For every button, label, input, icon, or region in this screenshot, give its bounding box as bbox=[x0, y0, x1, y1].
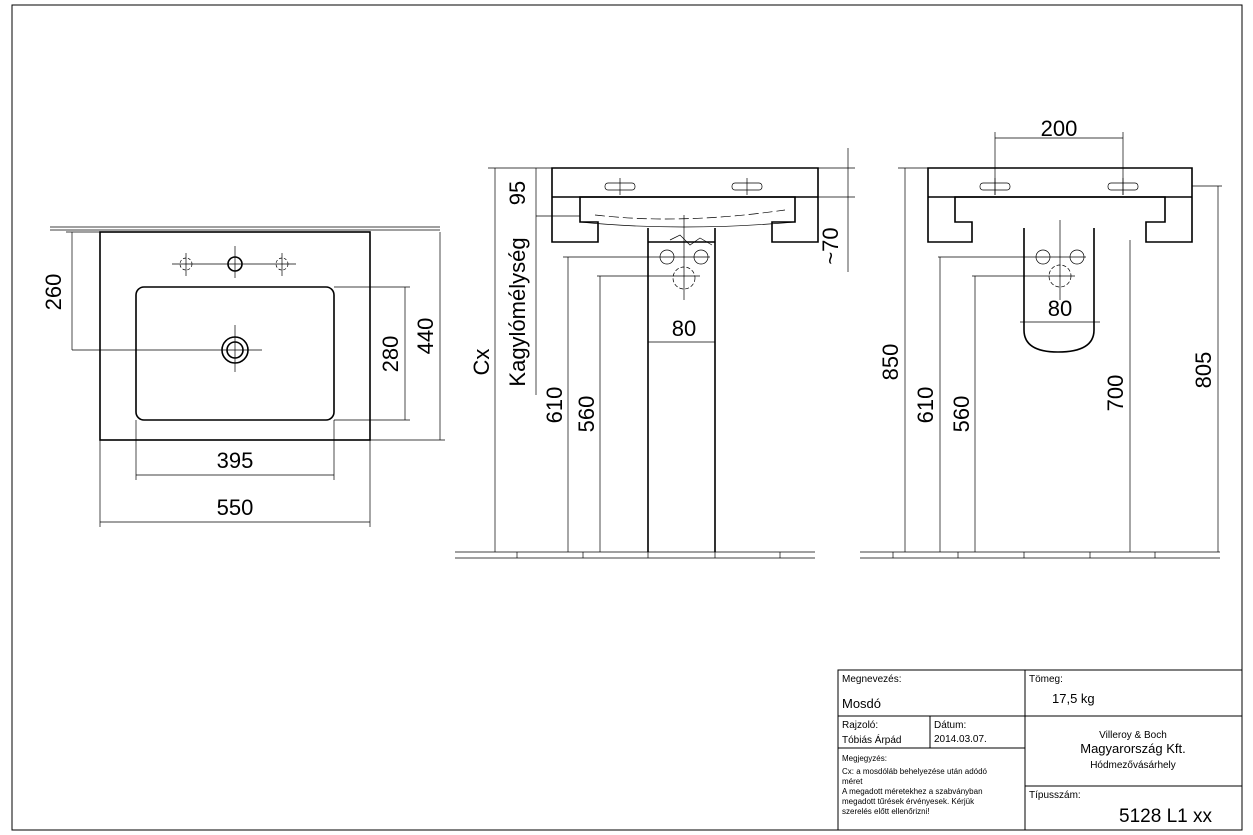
pedestal-front bbox=[647, 228, 716, 552]
sheet-border bbox=[11, 4, 1243, 831]
pedestal-side bbox=[1023, 228, 1095, 353]
dim-cx: Cx bbox=[469, 349, 494, 376]
dim-560-side: 560 bbox=[949, 396, 974, 433]
name-label: Megnevezés: bbox=[842, 674, 901, 685]
dim-610-front: 610 bbox=[542, 387, 567, 424]
side-view: 200 850 610 560 700 805 80 bbox=[860, 116, 1222, 559]
note-line-3: A megadott méretekhez a szabványban bbox=[842, 787, 983, 796]
front-view: 95 ~70 Cx Kagylómélység 610 560 80 bbox=[455, 148, 855, 559]
dim-850: 850 bbox=[878, 344, 903, 381]
dim-550: 550 bbox=[217, 495, 254, 520]
bowl-depth-label: Kagylómélység bbox=[505, 237, 530, 386]
weight-label: Tömeg: bbox=[1029, 674, 1063, 685]
name-value: Mosdó bbox=[842, 696, 881, 711]
dim-70: ~70 bbox=[818, 227, 843, 264]
title-block: Megnevezés: Mosdó Rajzoló: Tóbiás Árpád … bbox=[837, 669, 1243, 831]
dim-80-side: 80 bbox=[1048, 296, 1072, 321]
company-line-1: Villeroy & Boch bbox=[1099, 730, 1167, 741]
dim-80-front: 80 bbox=[672, 316, 696, 341]
dim-805: 805 bbox=[1191, 352, 1216, 389]
company-line-2: Magyarország Kft. bbox=[1080, 741, 1186, 756]
drawn-label: Rajzoló: bbox=[842, 720, 878, 731]
bowl-outline bbox=[135, 286, 335, 421]
dim-200: 200 bbox=[1041, 116, 1078, 141]
drawn-value: Tóbiás Árpád bbox=[842, 733, 901, 746]
dim-440: 440 bbox=[413, 318, 438, 355]
note-line-1: Cx: a mosdóláb behelyezése után adódó bbox=[842, 767, 988, 776]
top-view: 260 280 440 395 550 bbox=[41, 226, 445, 527]
dim-280: 280 bbox=[378, 336, 403, 373]
type-value: 5128 L1 xx bbox=[1119, 806, 1212, 827]
dim-610-side: 610 bbox=[913, 387, 938, 424]
note-line-2: méret bbox=[842, 777, 863, 786]
basin-front bbox=[551, 167, 819, 243]
dim-395: 395 bbox=[217, 448, 254, 473]
type-label: Típusszám: bbox=[1029, 790, 1081, 801]
weight-value: 17,5 kg bbox=[1052, 691, 1095, 706]
date-label: Dátum: bbox=[934, 720, 966, 731]
note-line-5: szerelés előtt ellenőrizni! bbox=[842, 807, 930, 816]
notes-label: Megjegyzés: bbox=[842, 754, 887, 763]
note-line-4: megadott tűrések érvényesek. Kérjük bbox=[842, 797, 975, 806]
dim-95: 95 bbox=[505, 181, 530, 205]
dim-260: 260 bbox=[41, 274, 66, 311]
dim-560-front: 560 bbox=[574, 396, 599, 433]
dim-700: 700 bbox=[1103, 375, 1128, 412]
date-value: 2014.03.07. bbox=[934, 734, 987, 745]
basin-outline bbox=[99, 231, 371, 441]
company-line-3: Hódmezővásárhely bbox=[1090, 760, 1176, 771]
